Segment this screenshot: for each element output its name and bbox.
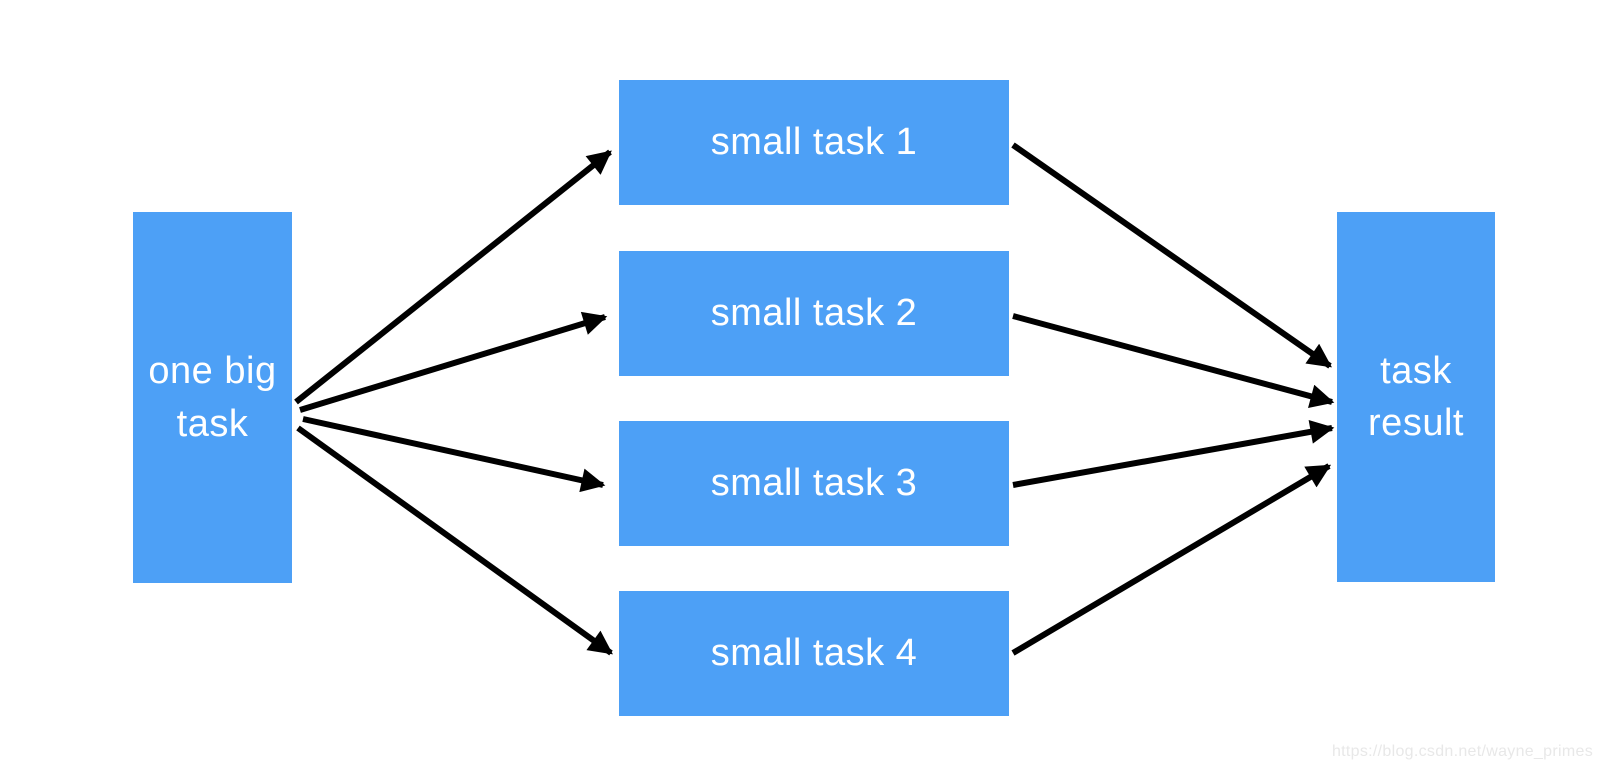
arrow-small-4-to-result bbox=[1011, 463, 1332, 656]
one-big-task-label: one big task bbox=[148, 350, 277, 445]
arrow-small-3-to-result bbox=[1012, 419, 1335, 488]
task-result-box: task result bbox=[1337, 212, 1495, 582]
arrow-big-to-small-3 bbox=[302, 416, 606, 493]
small-task-2-label: small task 2 bbox=[710, 292, 918, 335]
arrow-big-to-small-2 bbox=[299, 311, 608, 413]
small-task-3-box: small task 3 bbox=[619, 421, 1009, 546]
arrow-small-1-to-result bbox=[1011, 142, 1332, 369]
small-task-2-box: small task 2 bbox=[619, 251, 1009, 376]
small-task-4-label: small task 4 bbox=[710, 632, 918, 675]
arrow-small-2-to-result bbox=[1012, 313, 1335, 408]
arrow-big-to-small-1 bbox=[294, 149, 612, 405]
small-task-1-label: small task 1 bbox=[710, 121, 918, 164]
task-result-label: task result bbox=[1368, 349, 1464, 444]
one-big-task-box: one big task bbox=[133, 212, 292, 583]
watermark-text: https://blog.csdn.net/wayne_primes bbox=[1331, 743, 1593, 760]
small-task-3-label: small task 3 bbox=[710, 462, 918, 505]
small-task-4-box: small task 4 bbox=[619, 591, 1009, 716]
arrow-big-to-small-4 bbox=[296, 425, 613, 656]
small-task-1-box: small task 1 bbox=[619, 80, 1009, 205]
